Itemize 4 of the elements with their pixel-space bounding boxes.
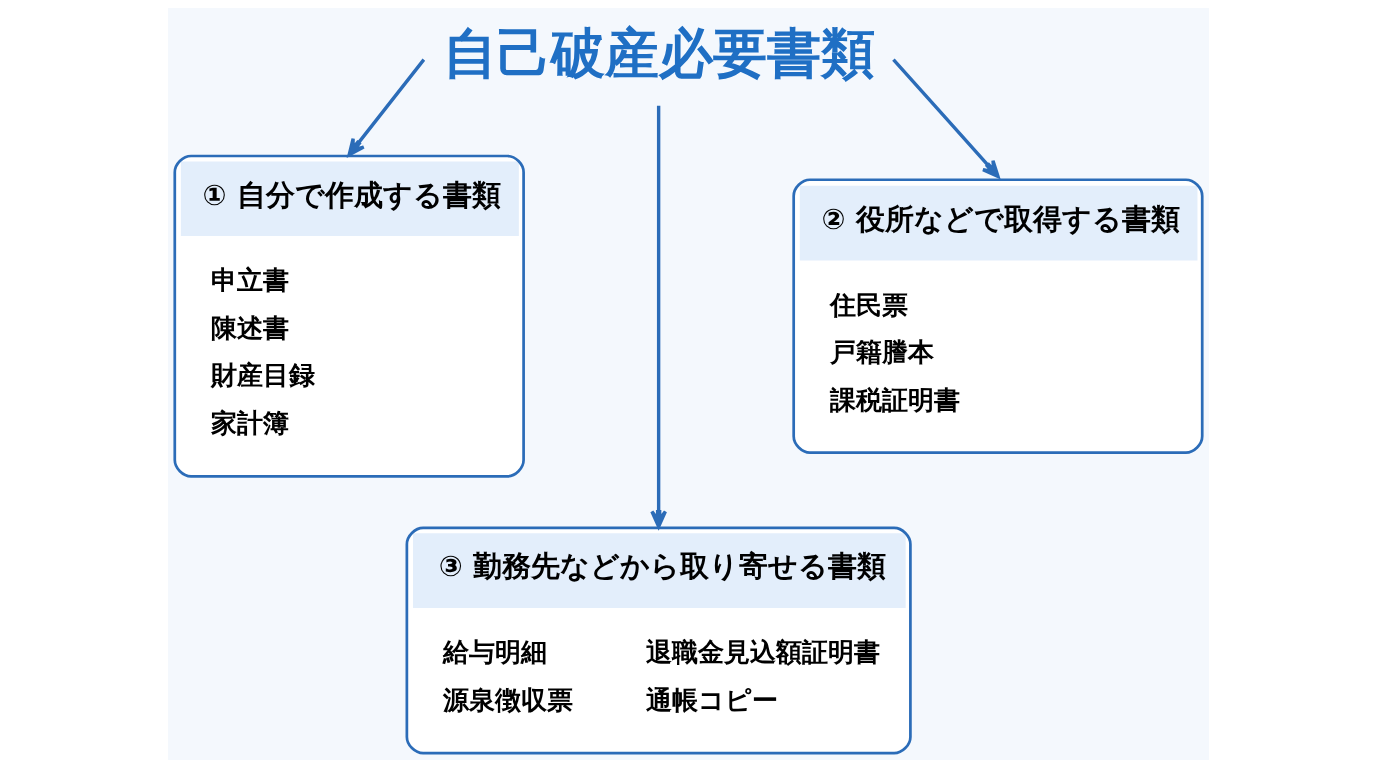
node-text: 自己破産必要書類: [442, 21, 875, 85]
arrow: [649, 105, 667, 529]
arrow: [891, 58, 1000, 179]
arrow: [347, 58, 425, 157]
